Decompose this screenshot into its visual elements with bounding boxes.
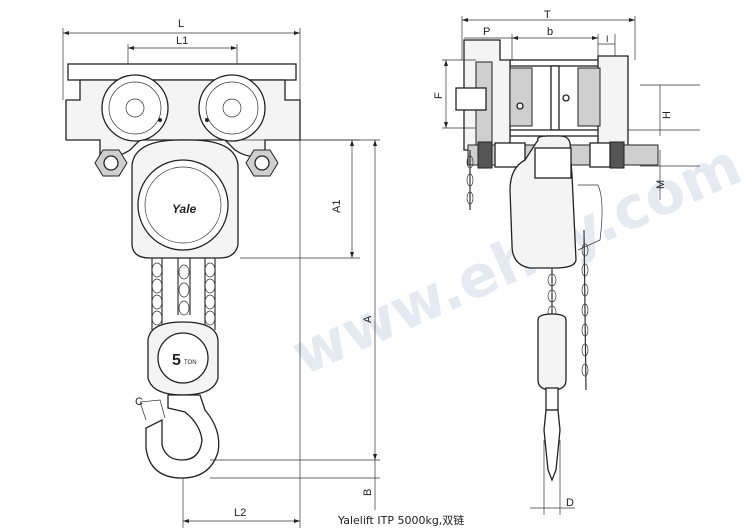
front-view: L L1 — [62, 18, 380, 528]
side-plate-right — [597, 55, 629, 151]
wheel-right — [577, 67, 601, 127]
wheel-left — [509, 67, 533, 127]
load-chain-side — [547, 268, 557, 319]
hoist-drum — [137, 159, 229, 251]
bolt-nut-left — [94, 149, 128, 177]
trolley-wheel-right — [198, 74, 266, 142]
dimension-b: b — [512, 26, 599, 62]
label-b: b — [547, 26, 553, 38]
dimension-D: D — [530, 440, 575, 515]
bolt-nut-right — [245, 149, 279, 177]
dimension-L: L — [62, 18, 301, 100]
dimension-H: H — [640, 84, 700, 136]
bottom-block-side — [537, 313, 567, 391]
label-A: A — [362, 315, 374, 323]
hand-wheel-housing — [455, 87, 487, 111]
label-L2: L2 — [234, 507, 246, 519]
load-badge-unit: TON — [184, 360, 197, 366]
hand-chain-side — [466, 150, 589, 391]
load-hook — [145, 394, 220, 479]
figure-caption: Yalelift ITP 5000kg,双链 — [337, 513, 464, 527]
side-view: T P b I — [433, 9, 700, 515]
dimension-M: M — [640, 150, 700, 200]
label-H: H — [661, 111, 673, 119]
dimension-T: T — [461, 9, 636, 60]
label-M: M — [655, 180, 667, 189]
dimension-A1: A1 — [331, 140, 354, 258]
dimension-A: A — [362, 140, 377, 460]
dimension-F: F — [433, 59, 476, 129]
label-T: T — [544, 9, 551, 21]
label-C: C — [135, 396, 143, 408]
dimension-B: B — [362, 460, 376, 510]
hook-latch — [139, 399, 166, 421]
label-A1: A1 — [331, 200, 343, 213]
load-badge-number: 5 — [172, 352, 181, 369]
dimension-P: P — [464, 26, 513, 62]
load-chains — [151, 258, 216, 330]
label-F: F — [433, 92, 445, 99]
label-L: L — [178, 18, 184, 30]
label-B: B — [362, 489, 374, 496]
dimension-L2: L2 — [182, 140, 301, 528]
beam-flange — [67, 63, 297, 81]
label-L1: L1 — [176, 35, 188, 47]
load-hook-side — [543, 409, 561, 482]
label-I: I — [606, 34, 609, 44]
label-D: D — [566, 497, 574, 509]
brand-badge: Yale — [172, 202, 197, 216]
trolley-wheel-left — [101, 74, 169, 142]
label-P: P — [483, 26, 490, 38]
